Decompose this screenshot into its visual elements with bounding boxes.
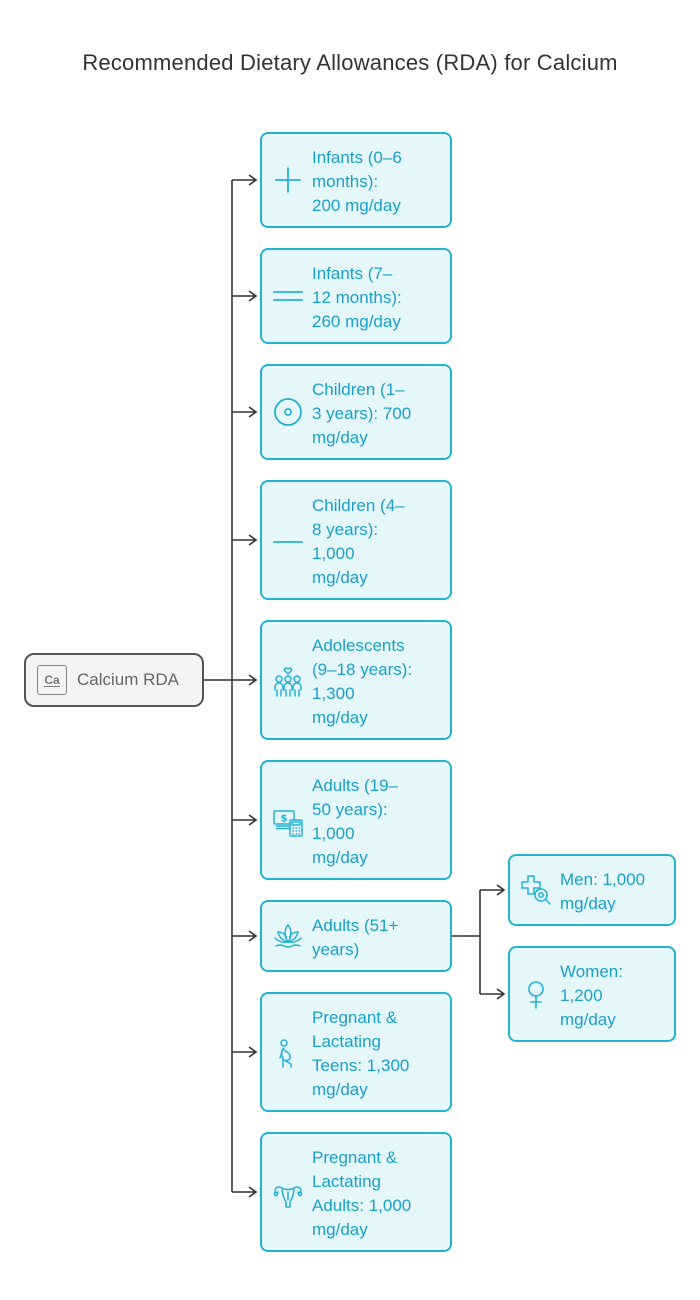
node-adults-51-plus-years: Adults (51+ years) (260, 900, 452, 972)
svg-text:$: $ (281, 814, 288, 825)
node-children-4-8-years: Children (4– 8 years): 1,000 mg/day (260, 480, 452, 600)
root-node-calcium-rda: Ca Calcium RDA (24, 653, 204, 707)
node-adolescents-9-18-years: Adolescents (9–18 years): 1,300 mg/day (260, 620, 452, 740)
disc-icon (274, 398, 302, 426)
node-men-51-plus: Men: 1,000 mg/day (508, 854, 676, 926)
node-infants-7-12-months: Infants (7– 12 months): 260 mg/day (260, 248, 452, 344)
node-infants-0-6-months: Infants (0–6 months): 200 mg/day (260, 132, 452, 228)
diagram-title: Recommended Dietary Allowances (RDA) for… (82, 50, 618, 75)
node-adults-19-50-years: $ Adults (19– 50 years): 1,000 mg/day (260, 760, 452, 880)
calcium-element-icon: Ca (37, 665, 67, 695)
node-women-51-plus: Women: 1,200 mg/day (508, 946, 676, 1042)
medical-search-icon (521, 875, 551, 905)
uterus-icon (273, 1186, 303, 1208)
node-pregnant-lactating-teens: Pregnant & Lactating Teens: 1,300 mg/day (260, 992, 452, 1112)
family-icon (274, 667, 302, 697)
root-label: Calcium RDA (77, 670, 180, 689)
lotus-icon (274, 924, 302, 948)
node-pregnant-lactating-adults: Pregnant & Lactating Adults: 1,000 mg/da… (260, 1132, 452, 1252)
plus-icon (275, 167, 301, 193)
money-calculator-icon: $ (273, 810, 303, 837)
equals-icon (273, 291, 303, 301)
female-symbol-icon (528, 981, 544, 1009)
pregnant-person-icon (279, 1039, 292, 1068)
minus-icon (273, 541, 303, 543)
node-children-1-3-years: Children (1– 3 years): 700 mg/day (260, 364, 452, 460)
